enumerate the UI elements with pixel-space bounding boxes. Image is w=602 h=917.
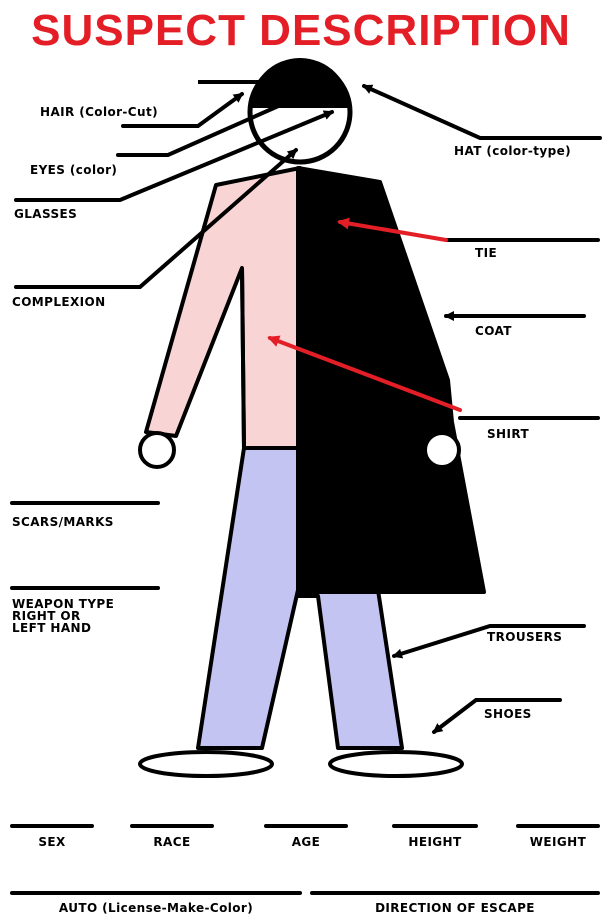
weapon-label: WEAPON TYPE RIGHT OR LEFT HAND <box>12 598 114 634</box>
age-label: AGE <box>266 836 346 849</box>
right-hand <box>425 433 459 467</box>
shirt-shape <box>146 168 300 448</box>
page-title: SUSPECT DESCRIPTION <box>0 6 602 56</box>
right-shoe <box>330 752 462 776</box>
auto-label: AUTO (License-Make-Color) <box>12 902 300 915</box>
shirt-label: SHIRT <box>487 428 529 441</box>
weight-label: WEIGHT <box>514 836 602 849</box>
trousers-label: TROUSERS <box>487 631 562 644</box>
sex-label: SEX <box>12 836 92 849</box>
hair-label: HAIR (Color-Cut) <box>40 106 158 119</box>
height-label: HEIGHT <box>390 836 480 849</box>
left-shoe <box>140 752 272 776</box>
tie-label: TIE <box>475 247 497 260</box>
complexion-label: COMPLEXION <box>12 296 106 309</box>
direction-of-escape-label: DIRECTION OF ESCAPE <box>312 902 598 915</box>
left-hand <box>140 433 174 467</box>
hat-label: HAT (color-type) <box>454 145 571 158</box>
race-label: RACE <box>132 836 212 849</box>
scars-label: SCARS/MARKS <box>12 516 114 529</box>
glasses-label: GLASSES <box>14 208 77 221</box>
coat-label: COAT <box>475 325 512 338</box>
shoes-label: SHOES <box>484 708 532 721</box>
eyes-label: EYES (color) <box>30 164 117 177</box>
